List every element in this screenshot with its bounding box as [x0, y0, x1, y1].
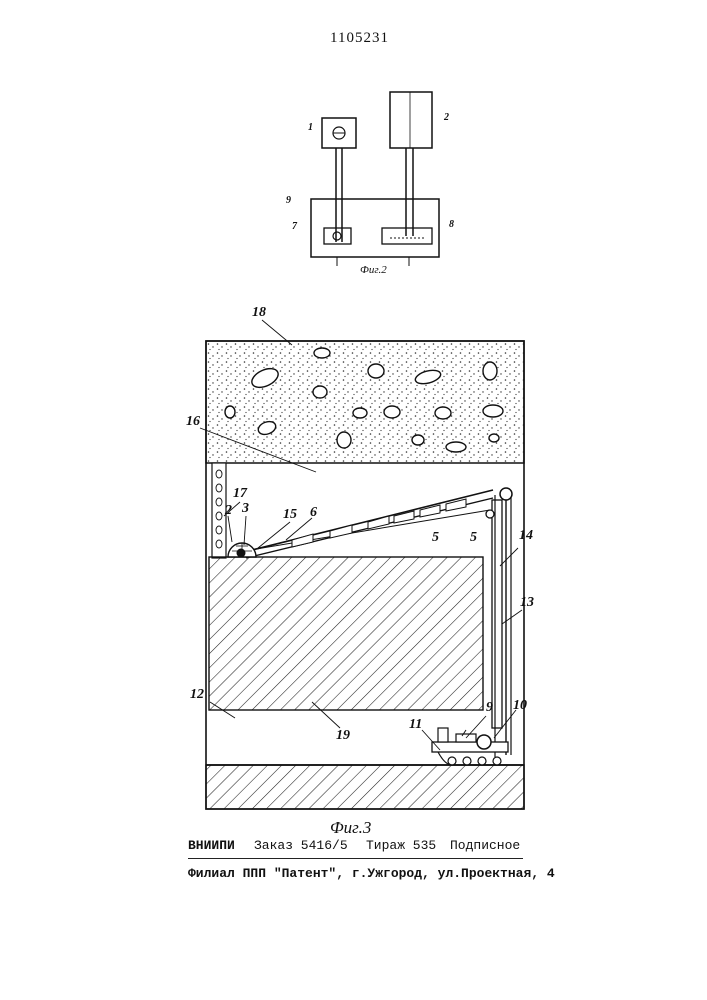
mast-13 — [492, 500, 502, 728]
fig2-label-8: 8 — [449, 219, 454, 230]
inclined-conveyor — [244, 490, 493, 558]
fig2-caption: Фиг.2 — [360, 264, 387, 276]
fig2-block-8 — [382, 228, 432, 244]
fig3-label-15: 15 — [283, 507, 297, 523]
fig2-diagram — [311, 92, 439, 266]
fig3-label-18: 18 — [252, 305, 266, 321]
footer-divider — [188, 858, 523, 859]
fig3-label-6: 6 — [310, 505, 317, 521]
fig3-label-12: 12 — [190, 687, 204, 703]
fig3-label-11: 11 — [409, 717, 422, 733]
fig3-label-9: 9 — [486, 700, 493, 716]
footer-order: Заказ 5416/5 — [254, 838, 348, 853]
fig2-label-7: 7 — [292, 221, 297, 232]
fig3-label-2: 2 — [225, 503, 232, 519]
footer-subscription: Подписное — [450, 838, 520, 853]
fig3-label-5b: 5 — [470, 530, 477, 546]
cutting-head — [228, 543, 256, 557]
fig3-caption: Фиг.3 — [330, 818, 371, 838]
fig3-label-16: 16 — [186, 414, 200, 430]
fig2-label-9: 9 — [286, 195, 291, 206]
floor-bed — [206, 765, 524, 809]
drive-unit — [432, 728, 510, 765]
fig3-diagram — [200, 320, 524, 809]
footer-branch: Филиал ППП "Патент", г.Ужгород, ул.Проек… — [188, 866, 555, 881]
fig3-label-13: 13 — [520, 595, 534, 611]
fig3-label-10: 10 — [513, 698, 527, 714]
footer-org: ВНИИПИ — [188, 838, 235, 853]
fig3-label-17: 17 — [233, 486, 247, 502]
fig2-block-7 — [324, 228, 351, 244]
ore-block-19 — [209, 557, 483, 710]
fig2-label-2: 2 — [444, 112, 449, 123]
support-column-17 — [212, 463, 226, 558]
fig3-label-5a: 5 — [432, 530, 439, 546]
fig3-label-14: 14 — [519, 528, 533, 544]
fig3-label-3: 3 — [242, 501, 249, 517]
top-pulley — [500, 488, 512, 500]
fig2-label-1: 1 — [308, 122, 313, 133]
fig2-block-2 — [390, 92, 432, 148]
fig3-label-19: 19 — [336, 728, 350, 744]
rock-layer-18 — [206, 341, 524, 463]
footer-circulation: Тираж 535 — [366, 838, 436, 853]
